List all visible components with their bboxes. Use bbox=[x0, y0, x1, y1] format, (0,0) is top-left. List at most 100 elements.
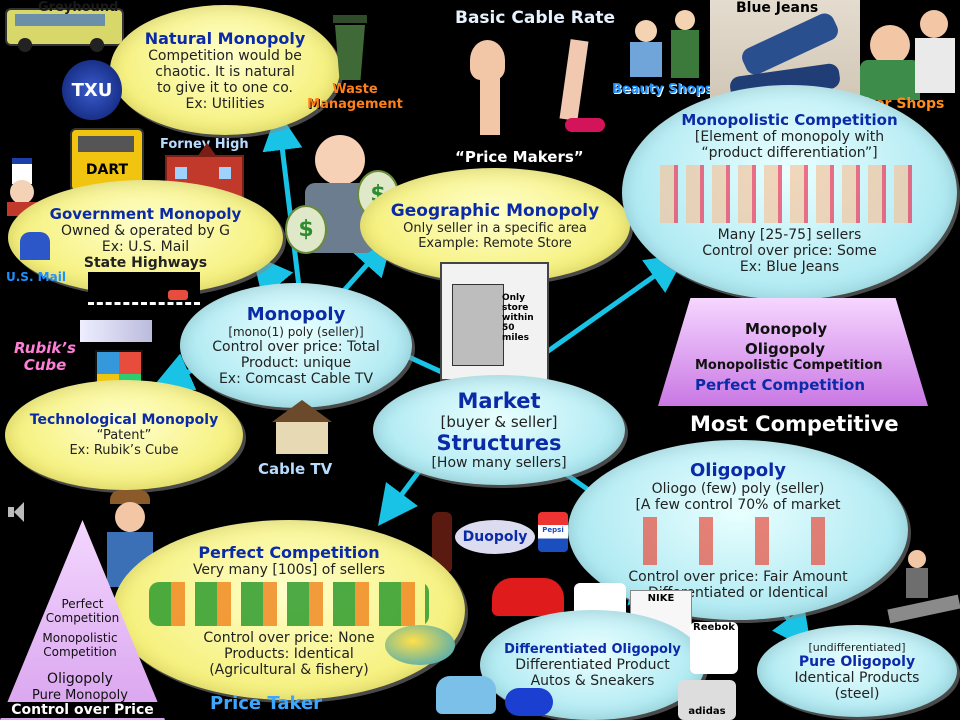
geographic-line: Example: Remote Store bbox=[418, 235, 572, 251]
government-line: Owned & operated by G bbox=[61, 222, 230, 239]
monopoly-oval: Monopoly [mono(1) poly (seller)] Control… bbox=[180, 283, 412, 408]
pure-tag: [undifferentiated] bbox=[808, 640, 906, 654]
perfect-competition-title: Perfect Competition bbox=[198, 542, 380, 562]
monopolistic-line: Ex: Blue Jeans bbox=[739, 258, 840, 275]
natural-line: to give it to one co. bbox=[157, 79, 293, 96]
nike-label: NIKE bbox=[647, 593, 675, 604]
arrow-to-geographic bbox=[338, 235, 394, 297]
monopolistic-line: [Element of monopoly with bbox=[694, 128, 885, 145]
pyramid-right-monopoly: Monopoly bbox=[745, 320, 828, 338]
muscle-arm-icon bbox=[465, 40, 515, 135]
adidas-label: adidas bbox=[688, 706, 726, 717]
pyramid-right-perfect: Perfect Competition bbox=[695, 376, 866, 394]
market-title: Market bbox=[457, 389, 541, 413]
technological-monopoly-title: Technological Monopoly bbox=[29, 412, 219, 428]
price-makers-label: “Price Makers” bbox=[455, 148, 584, 166]
pepsi-label: Pepsi bbox=[542, 526, 564, 534]
monopoly-line: [mono(1) poly (seller)] bbox=[228, 325, 364, 339]
oligopoly-line: Control over price: Fair Amount bbox=[628, 568, 848, 585]
pepsi-can-icon: Pepsi bbox=[538, 512, 568, 552]
competition-pyramid-right bbox=[658, 298, 928, 406]
monopolistic-line: Many [25-75] sellers bbox=[717, 226, 862, 243]
waste-bin-icon bbox=[325, 10, 375, 85]
barber-icon bbox=[860, 5, 960, 100]
natural-line: Competition would be bbox=[148, 47, 302, 64]
natural-line: chaotic. It is natural bbox=[155, 63, 295, 80]
oligopoly-oval: Oligopoly Oliogo (few) poly (seller) [A … bbox=[568, 440, 908, 620]
natural-monopoly-title: Natural Monopoly bbox=[144, 28, 306, 48]
pyramid-left-pure-monopoly: Pure Monopoly bbox=[32, 688, 128, 703]
market-line: [buyer & seller] bbox=[440, 413, 558, 431]
vegetables-icon bbox=[149, 581, 429, 626]
remote-store-photo: Only store within 50 miles bbox=[440, 262, 549, 381]
most-competitive-label: Most Competitive bbox=[690, 412, 899, 436]
geographic-monopoly-title: Geographic Monopoly bbox=[390, 200, 600, 221]
duopoly-pill: Duopoly bbox=[455, 520, 535, 554]
greyhound-bus-icon: Greyhound bbox=[0, 0, 125, 52]
perfect-line: (Agricultural & fishery) bbox=[209, 661, 369, 678]
tropical-fish-icon bbox=[385, 625, 455, 665]
monopoly-line: Product: unique bbox=[240, 355, 352, 371]
market-structures-oval: Market [buyer & seller] Structures [How … bbox=[373, 375, 625, 485]
cable-tv-house-icon bbox=[268, 400, 336, 455]
txu-logo: TXU bbox=[62, 60, 122, 120]
store-sign-text: Only store within 50 miles bbox=[502, 293, 534, 343]
cable-tv-label: Cable TV bbox=[258, 460, 333, 478]
pure-oligopoly-title: Pure Oligopoly bbox=[798, 653, 916, 670]
monopoly-line: Ex: Comcast Cable TV bbox=[218, 371, 374, 387]
government-line: State Highways bbox=[83, 254, 208, 271]
rubiks-cube-label: Rubik’s Cube bbox=[14, 339, 76, 374]
control-over-price-label: Control over Price bbox=[0, 702, 165, 718]
blue-jeans-label: Blue Jeans bbox=[736, 0, 819, 16]
sellers-crowd-icon bbox=[659, 164, 920, 223]
geographic-line: Only seller in a specific area bbox=[403, 220, 587, 236]
highway-sign-icon bbox=[88, 272, 200, 305]
differentiated-line: Autos & Sneakers bbox=[530, 672, 655, 689]
price-taker-label: Price Taker bbox=[210, 693, 323, 714]
oligopoly-line: Oliogo (few) poly (seller) bbox=[651, 480, 825, 497]
beauty-shop-icon bbox=[625, 10, 705, 80]
technological-line: Ex: Rubik’s Cube bbox=[69, 443, 179, 458]
pyramid-left-perfect: Perfect Competition bbox=[45, 597, 120, 625]
pure-line: Identical Products bbox=[794, 669, 920, 686]
government-line: Ex: U.S. Mail bbox=[101, 238, 190, 255]
technological-monopoly-oval: Technological Monopoly “Patent” Ex: Rubi… bbox=[5, 380, 243, 490]
dart-label: DART bbox=[85, 162, 129, 178]
blank-white-box bbox=[80, 320, 152, 342]
basic-cable-rate-label: Basic Cable Rate bbox=[455, 8, 615, 28]
pyramid-left-monopolistic: Monopolistic Competition bbox=[42, 631, 118, 659]
pyramid-left-oligopoly: Oligopoly bbox=[47, 671, 113, 687]
monopoly-line: Control over price: Total bbox=[212, 339, 380, 355]
us-mail-label: U.S. Mail bbox=[6, 270, 66, 284]
leg-heel-icon bbox=[545, 39, 615, 140]
technological-line: “Patent” bbox=[96, 428, 152, 443]
perfect-line: Very many [100s] of sellers bbox=[192, 561, 386, 578]
differentiated-oligopoly-title: Differentiated Oligopoly bbox=[504, 641, 681, 657]
cola-bottle-icon bbox=[432, 512, 452, 572]
red-sports-car-icon bbox=[492, 578, 564, 616]
monopolistic-competition-title: Monopolistic Competition bbox=[681, 110, 898, 129]
pyramid-right-oligopoly: Oligopoly bbox=[745, 340, 826, 358]
blue-car-icon bbox=[505, 688, 553, 716]
government-monopoly-title: Government Monopoly bbox=[49, 204, 242, 223]
perfect-competition-oval: Perfect Competition Very many [100s] of … bbox=[113, 520, 465, 700]
duopoly-label: Duopoly bbox=[462, 529, 528, 545]
pure-line: (steel) bbox=[834, 685, 880, 702]
reebok-label: Reebok bbox=[693, 622, 735, 633]
natural-monopoly-oval: Natural Monopoly Competition would be ch… bbox=[110, 5, 340, 135]
mini-car-icon bbox=[436, 676, 496, 714]
monopolistic-line: “product differentiation”] bbox=[701, 144, 878, 161]
structures-title: Structures bbox=[436, 431, 562, 455]
steel-beam-worker-icon bbox=[887, 550, 960, 630]
greyhound-label: Greyhound bbox=[38, 0, 119, 15]
oligopoly-title: Oligopoly bbox=[689, 459, 787, 481]
oligopoly-line: Differentiated or Identical bbox=[647, 584, 829, 601]
txu-label: TXU bbox=[71, 79, 113, 101]
adidas-sneaker-icon: adidas bbox=[678, 680, 736, 720]
oligopoly-line: [A few control 70% of market bbox=[635, 496, 841, 513]
reebok-sneaker-icon: Reebok bbox=[690, 622, 738, 674]
market-line: [How many sellers] bbox=[431, 455, 567, 471]
monopolistic-competition-oval: Monopolistic Competition [Element of mon… bbox=[622, 85, 957, 300]
perfect-line: Products: Identical bbox=[224, 645, 354, 662]
beauty-shops-label: Beauty Shops bbox=[612, 82, 713, 97]
